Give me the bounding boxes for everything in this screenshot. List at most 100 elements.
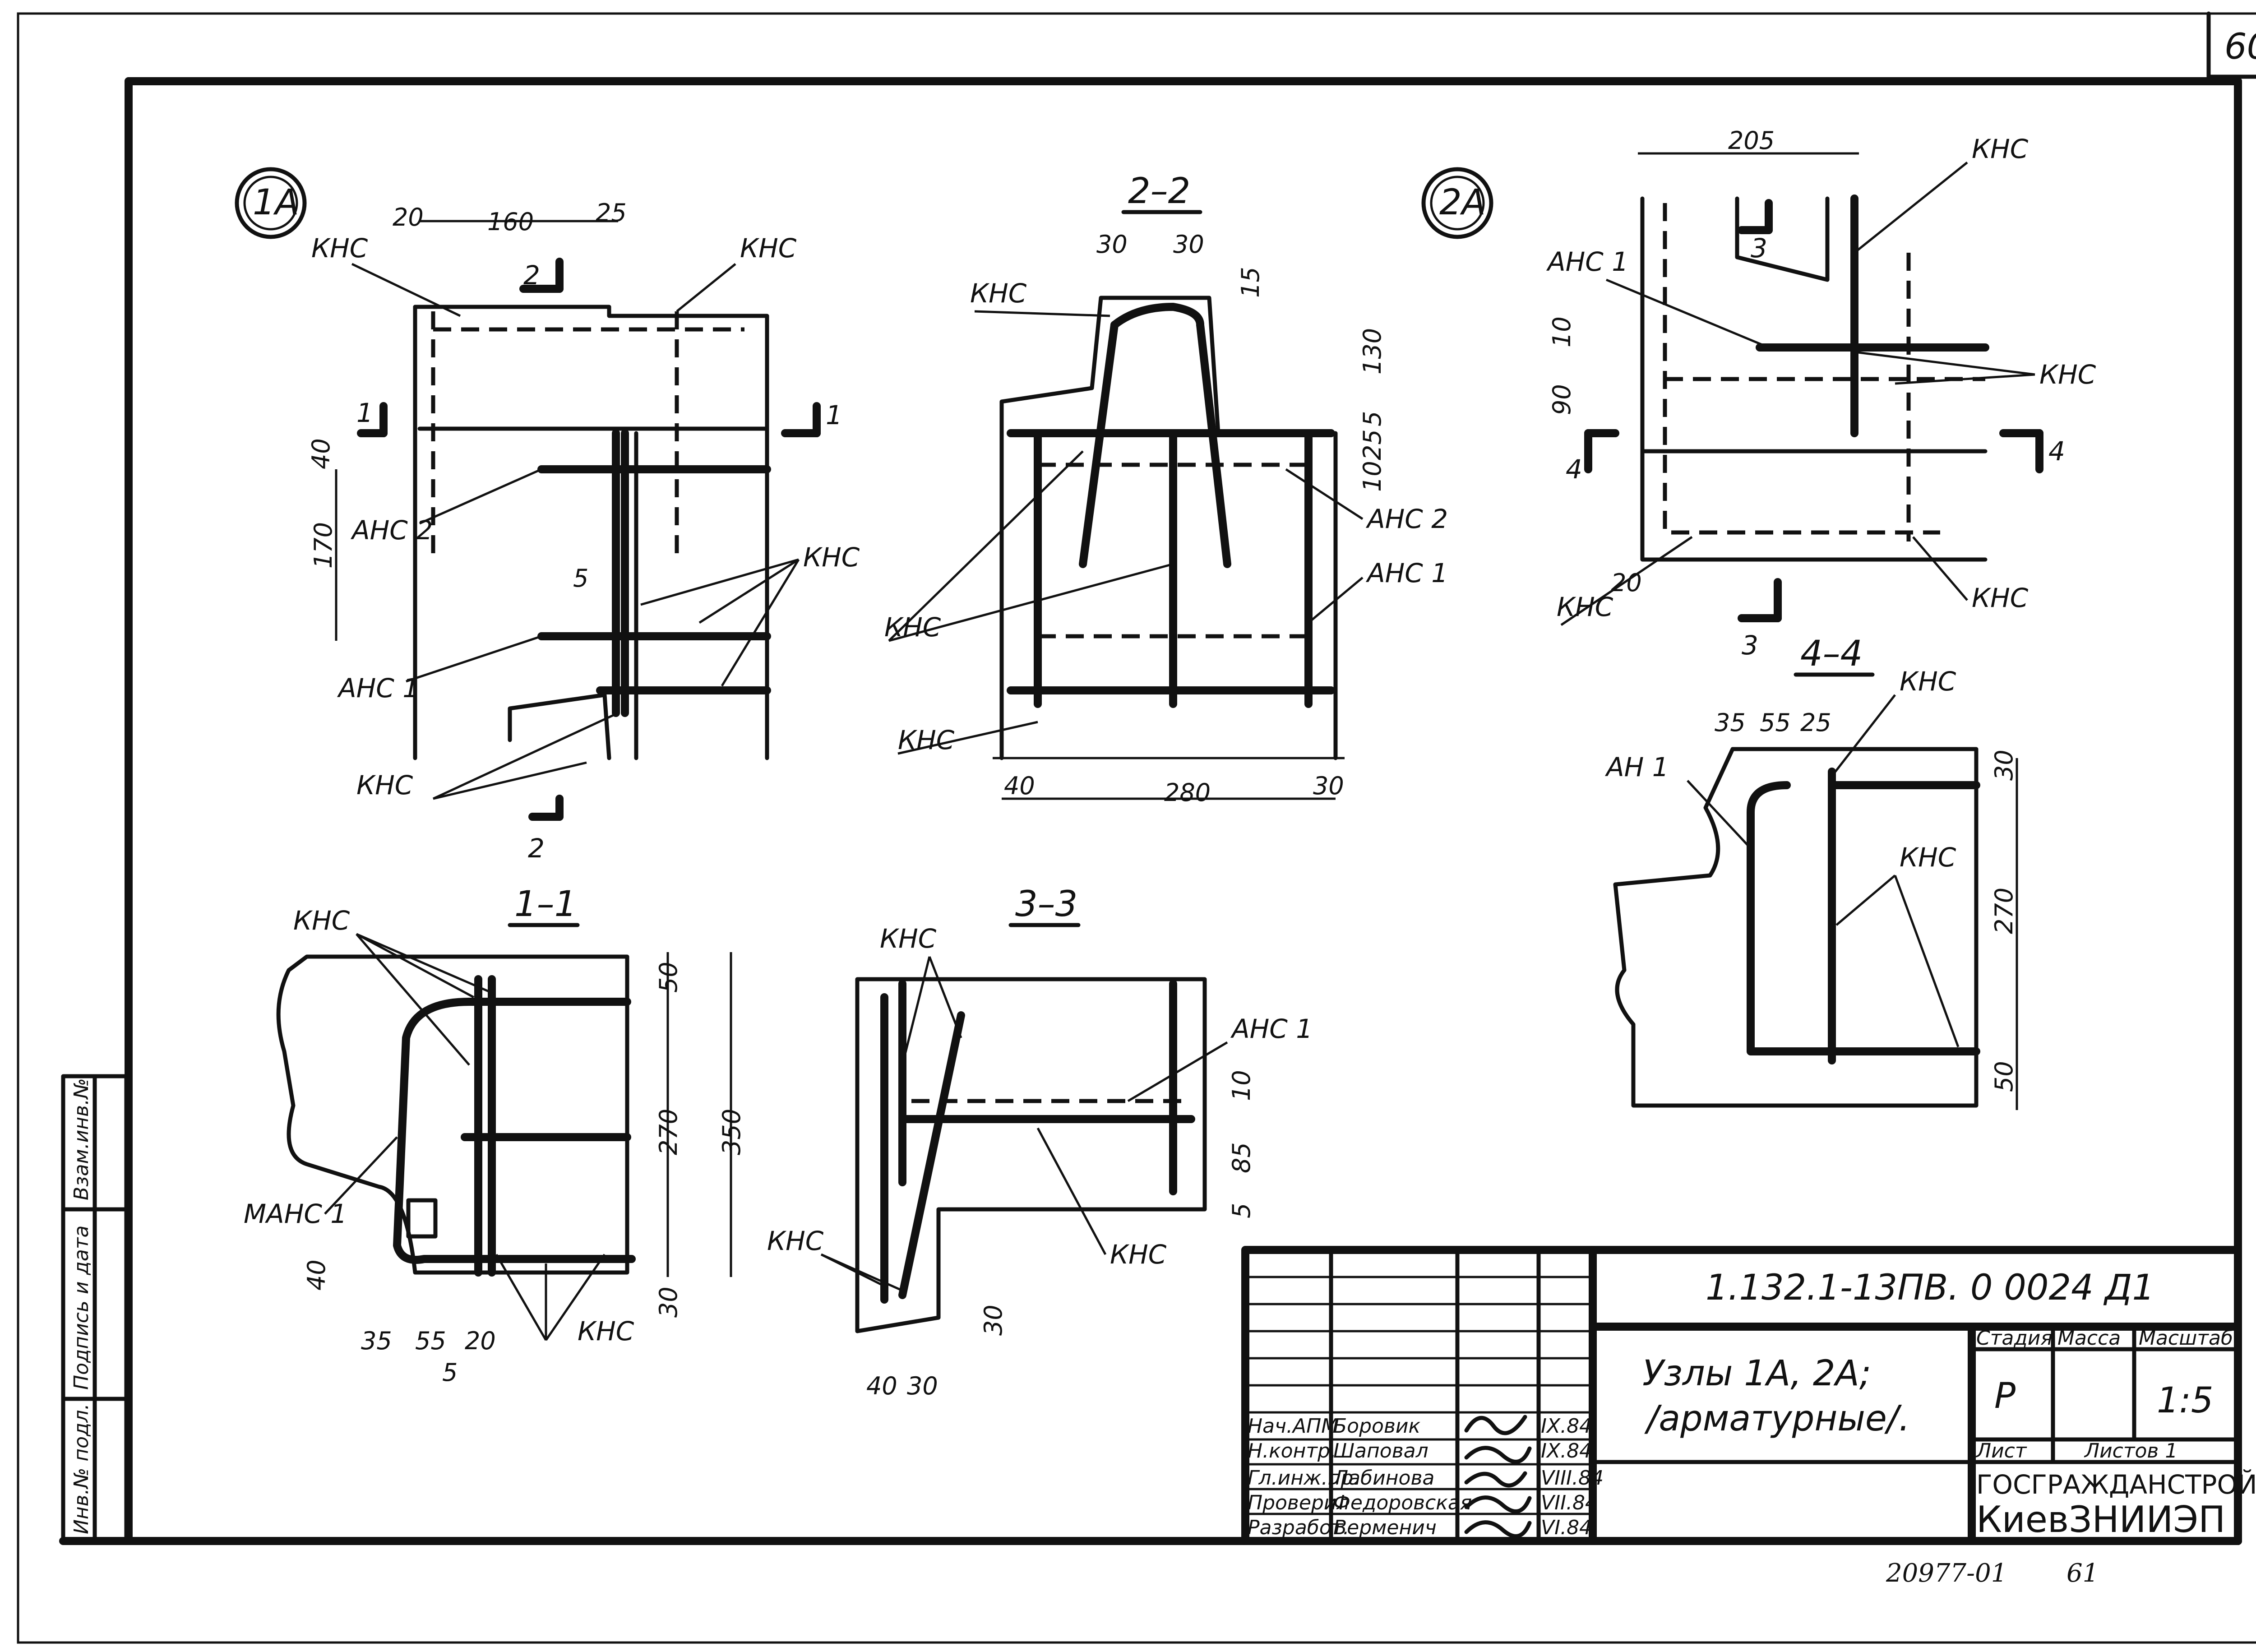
svg-text:35: 35: [361, 1327, 392, 1355]
svg-text:85: 85: [1227, 1142, 1256, 1173]
svg-text:АНС 1: АНС 1: [1365, 558, 1448, 588]
stamp-inv-podl: Инв.№ подл.: [70, 1403, 93, 1534]
svg-text:КНС: КНС: [740, 233, 797, 264]
svg-text:АНС 1: АНС 1: [1230, 1013, 1313, 1044]
svg-text:270: 270: [1990, 888, 2018, 934]
svg-text:IX.84: IX.84: [1541, 1439, 1592, 1462]
svg-text:30: 30: [907, 1372, 938, 1400]
title-block: Нач.АПМ Боровик IX.84 Н.контр. Шаповал I…: [1241, 1246, 2256, 1545]
svg-text:10: 10: [1227, 1070, 1256, 1101]
section-1-1: 1–1 50 270 350 40 30 35 55 20 5 КНС МАНС…: [244, 884, 746, 1387]
signature-3: [1464, 1471, 1527, 1488]
stamp-vzam: Взам.инв.№: [70, 1078, 93, 1200]
svg-text:КНС: КНС: [293, 905, 350, 936]
svg-text:4: 4: [1566, 454, 1582, 485]
svg-text:Стадия: Стадия: [1976, 1327, 2053, 1350]
svg-text:Масштаб: Масштаб: [2139, 1327, 2233, 1350]
svg-text:КНС: КНС: [767, 1226, 824, 1256]
svg-text:30: 30: [979, 1305, 1008, 1336]
svg-text:205: 205: [1728, 126, 1775, 155]
org-line-1: ГОСГРАЖДАНСТРОЙ: [1976, 1469, 2256, 1500]
svg-text:Лабинова: Лабинова: [1332, 1467, 1434, 1490]
svg-text:КНС: КНС: [803, 542, 860, 573]
svg-text:КНС: КНС: [1110, 1239, 1167, 1270]
section-4-4-title: 4–4: [1800, 634, 1863, 674]
svg-text:30: 30: [1173, 230, 1204, 259]
section-3-3: 3–3 10 85 5 30 40 30 КНС АНС 1 КНС КНС: [767, 884, 1313, 1400]
svg-text:Верменич: Верменич: [1333, 1516, 1437, 1539]
svg-text:30: 30: [1990, 750, 2018, 781]
drawing-name-line1: Узлы 1А, 2А;: [1642, 1353, 1871, 1394]
svg-text:КНС: КНС: [578, 1316, 634, 1347]
svg-text:Боровик: Боровик: [1333, 1415, 1420, 1438]
svg-text:КНС: КНС: [880, 923, 937, 954]
svg-text:4: 4: [2048, 436, 2065, 467]
signature-5: [1464, 1520, 1532, 1538]
svg-text:Лист: Лист: [1975, 1439, 2027, 1462]
svg-text:30: 30: [1313, 772, 1344, 800]
svg-text:50: 50: [1990, 1061, 2018, 1092]
svg-text:30: 30: [654, 1286, 683, 1318]
svg-text:40: 40: [866, 1372, 897, 1400]
label-knc: КНС: [311, 233, 368, 264]
drawing-code: 1.132.1-13ПВ. 0 0024 Д1: [1706, 1268, 2154, 1308]
svg-text:Федоровская: Федоровская: [1333, 1491, 1472, 1514]
svg-text:170: 170: [309, 522, 337, 569]
svg-text:2: 2: [528, 833, 545, 864]
svg-text:IX.84: IX.84: [1541, 1415, 1592, 1438]
drawing-name-line2: /арматурные/.: [1644, 1398, 1910, 1439]
node-1a: 1А 20 160 25 40 170 5 КНС КНС АНС 2 КНС: [235, 167, 860, 864]
svg-text:КНС: КНС: [970, 278, 1027, 309]
stamp-podpis: Подпись и дата: [70, 1226, 93, 1390]
svg-text:40: 40: [1004, 772, 1035, 800]
svg-text:Масса: Масса: [2057, 1327, 2121, 1350]
svg-text:АНС 2: АНС 2: [1365, 504, 1448, 534]
svg-text:АНС 1: АНС 1: [1546, 246, 1628, 277]
section-2-2: 2–2 30 30 15 130 5 25 10 40 280 30 КНС А…: [884, 171, 1448, 807]
bottom-page: 61: [2066, 1559, 2099, 1588]
node-1a-marker-circle: [235, 167, 307, 239]
svg-text:5: 5: [1227, 1203, 1256, 1218]
svg-text:160: 160: [487, 208, 534, 236]
svg-text:VI.84: VI.84: [1541, 1516, 1592, 1539]
node-2a: 2А 205 10 90 20 АНС 1 КНС КНС КНС КНС 3 …: [1421, 126, 2096, 661]
side-stamp: Инв.№ подл. Подпись и дата Взам.инв.№: [61, 1074, 129, 1543]
page-number: 60: [2224, 27, 2256, 67]
svg-text:35: 35: [1715, 708, 1746, 737]
svg-text:5: 5: [1358, 411, 1387, 426]
svg-text:55: 55: [415, 1327, 446, 1355]
svg-text:2: 2: [523, 260, 540, 291]
inner-frame: [59, 77, 2242, 1545]
node-1a-marker: 1А: [253, 182, 299, 223]
svg-text:130: 130: [1358, 328, 1387, 375]
svg-text:270: 270: [654, 1109, 683, 1155]
svg-text:50: 50: [654, 962, 683, 993]
svg-text:Гл.инж.пр.: Гл.инж.пр.: [1248, 1467, 1359, 1490]
svg-text:40: 40: [307, 438, 335, 469]
svg-text:90: 90: [1548, 384, 1576, 415]
svg-text:55: 55: [1760, 708, 1791, 737]
svg-text:Разработ.: Разработ.: [1248, 1516, 1349, 1539]
section-1-1-title: 1–1: [514, 884, 577, 925]
svg-text:30: 30: [1096, 230, 1128, 259]
node-2a-marker-circle: [1421, 167, 1493, 239]
svg-text:20: 20: [465, 1327, 496, 1355]
svg-text:Шаповал: Шаповал: [1333, 1439, 1428, 1462]
svg-text:15: 15: [1236, 267, 1265, 298]
org-line-2: КиевЗНИИЭП: [1976, 1499, 2225, 1541]
svg-text:10: 10: [1358, 461, 1387, 492]
svg-text:40: 40: [302, 1259, 331, 1291]
bottom-note: 20977-01: [1886, 1559, 2007, 1588]
svg-text:280: 280: [1164, 778, 1211, 807]
svg-text:АНС 1: АНС 1: [337, 673, 419, 703]
svg-text:VII.84: VII.84: [1541, 1491, 1598, 1514]
svg-text:Нач.АПМ: Нач.АПМ: [1248, 1415, 1338, 1438]
svg-text:МАНС 1: МАНС 1: [244, 1199, 347, 1229]
svg-text:5: 5: [573, 564, 588, 592]
svg-text:20: 20: [393, 203, 424, 231]
svg-text:VIII.84: VIII.84: [1541, 1467, 1604, 1490]
svg-text:25: 25: [1800, 708, 1831, 737]
svg-text:КНС: КНС: [1972, 583, 2029, 613]
svg-text:25: 25: [1358, 429, 1387, 460]
